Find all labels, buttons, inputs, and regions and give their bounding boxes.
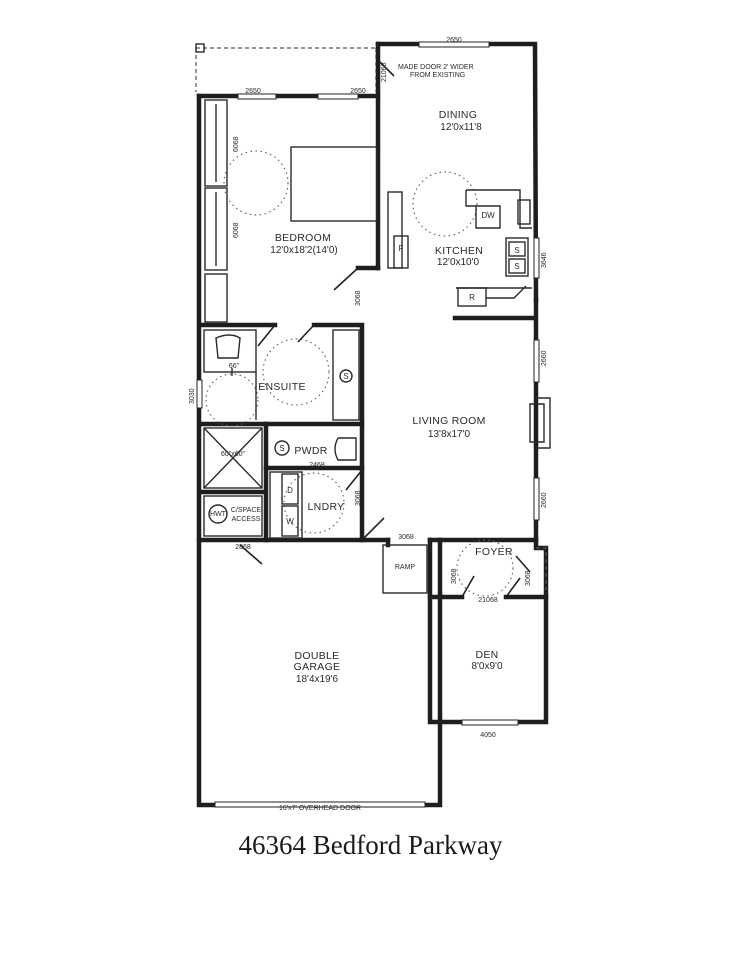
dim-den-window: 4050 xyxy=(480,732,496,739)
washer-label: W xyxy=(286,517,294,526)
kitchen-dims: 12'0x10'0 xyxy=(437,257,480,268)
dim-dining-door: 21068 xyxy=(381,62,388,82)
dim-ensuite-window: 3030 xyxy=(189,388,196,404)
windows xyxy=(196,41,540,808)
dim-living-window-1: 2660 xyxy=(541,350,548,366)
bedroom-closets xyxy=(204,99,228,323)
sink-label-2: S xyxy=(514,262,519,271)
den-dims: 8'0x9'0 xyxy=(471,661,503,672)
dim-lndry-door: 3068 xyxy=(355,490,362,506)
ensuite-sink-label: S xyxy=(343,372,348,381)
mirror-label: 66" xyxy=(229,363,240,370)
dim-ramp-door: 3068 xyxy=(398,534,414,541)
dryer-label: D xyxy=(287,486,293,495)
garage-label-line1: DOUBLE xyxy=(295,650,340,662)
dishwasher-label: DW xyxy=(481,211,495,220)
living-room-dims: 13'8x17'0 xyxy=(428,429,471,440)
kitchen-cabinets xyxy=(387,189,532,307)
dim-bedroom-window-2: 2650 xyxy=(350,88,366,95)
dining-dims: 12'0x11'8 xyxy=(440,122,482,133)
dining-label: DINING xyxy=(439,109,478,121)
crawl-space-label-line1: C/SPACE xyxy=(231,507,262,514)
range-label: R xyxy=(469,293,475,302)
ensuite-label: ENSUITE xyxy=(258,381,306,393)
lndry-label: LNDRY xyxy=(308,501,345,513)
garage-dims: 18'4x19'6 xyxy=(296,674,339,685)
living-room-label: LIVING ROOM xyxy=(412,415,485,427)
interior-walls xyxy=(199,93,549,600)
fireplace xyxy=(529,397,551,449)
crawl-space-label-line2: ACCESS xyxy=(232,516,261,523)
den-label: DEN xyxy=(475,649,498,661)
dim-garage-door: 2868 xyxy=(235,544,251,551)
deck-post xyxy=(195,43,205,53)
turning-circles xyxy=(205,150,514,597)
kitchen-label: KITCHEN xyxy=(435,245,483,257)
dim-living-window-2: 2660 xyxy=(541,492,548,508)
dim-dining-window: 2650 xyxy=(446,37,462,44)
ramp xyxy=(382,544,428,594)
ensuite-fixtures xyxy=(203,329,360,537)
overhead-door-label: 16'x7' OVERHEAD DOOR xyxy=(279,805,361,812)
deck-outline xyxy=(195,47,377,92)
ramp-label: RAMP xyxy=(395,564,416,571)
shower-size-label: 60"x60" xyxy=(221,451,246,458)
bed xyxy=(290,146,378,222)
door-swings xyxy=(239,59,531,598)
dim-foyer-door-east: 3068 xyxy=(525,570,532,586)
pwdr-label: PWDR xyxy=(294,445,327,457)
door-note-line2: FROM EXISTING xyxy=(410,72,465,79)
dim-bedroom-window-1: 2650 xyxy=(245,88,261,95)
door-note-line1: MADE DOOR 2' WIDER xyxy=(398,64,474,71)
dim-pwdr-door: 2468 xyxy=(309,462,325,469)
dim-closet-1: 6068 xyxy=(233,136,240,152)
pwdr-sink-label: S xyxy=(279,444,284,453)
foyer-label: FOYER xyxy=(475,546,513,558)
dim-den-door: 21068 xyxy=(478,597,498,604)
dim-foyer-door-west: 3068 xyxy=(451,568,458,584)
bedroom-label: BEDROOM xyxy=(275,232,331,244)
dim-bedroom-door: 3068 xyxy=(355,290,362,306)
dim-kitchen-window: 3646 xyxy=(541,252,548,268)
sink-label-1: S xyxy=(514,246,519,255)
pwdr-lndry-fixtures xyxy=(269,437,357,539)
plan-caption: 46364 Bedford Parkway xyxy=(238,830,503,860)
dim-closet-2: 6068 xyxy=(233,222,240,238)
hwt-label: HWT xyxy=(210,511,227,518)
porch-outline xyxy=(536,547,547,590)
bedroom-dims: 12'0x18'2(14'0) xyxy=(270,245,337,256)
garage-label-line2: GARAGE xyxy=(294,661,341,673)
fridge-label: F xyxy=(399,244,404,253)
